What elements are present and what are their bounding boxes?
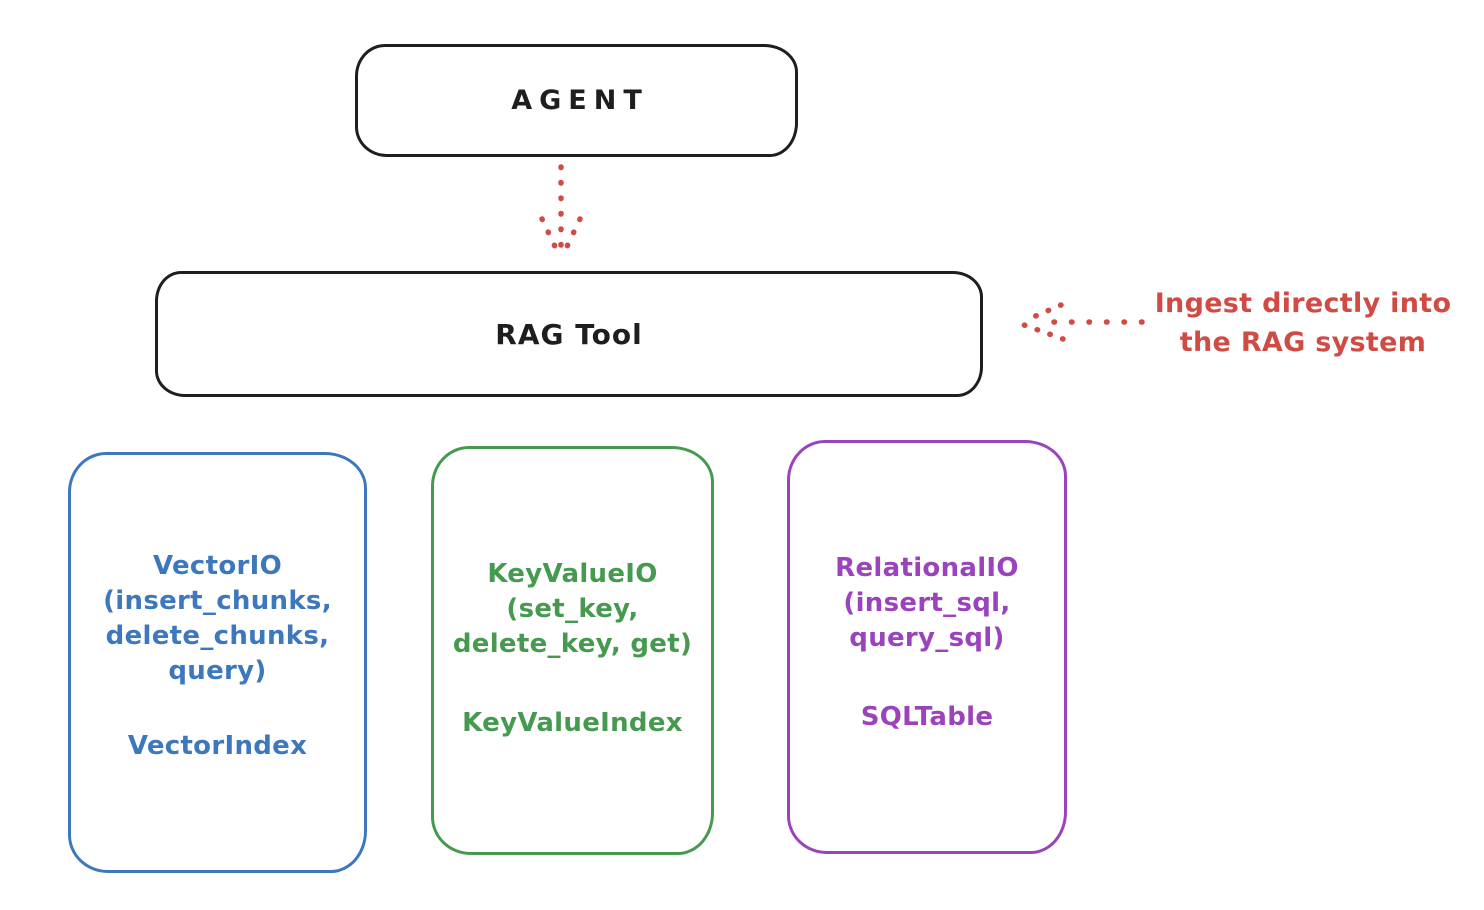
agent-label: AGENT — [511, 85, 649, 116]
key-value-io-node: KeyValueIO (set_key, delete_key, get) Ke… — [431, 446, 714, 855]
relational-io-node: RelationalIO (insert_sql, query_sql) SQL… — [787, 440, 1067, 854]
ingest-annotation-arrow-icon — [1021, 302, 1145, 342]
relational-io-body: RelationalIO (insert_sql, query_sql) — [835, 553, 1019, 653]
relational-io-index-label: SQLTable — [860, 702, 994, 732]
rag-tool-node: RAG Tool — [155, 271, 983, 397]
vector-io-body: VectorIO (insert_chunks, delete_chunks, … — [103, 551, 332, 686]
ingest-annotation-label: Ingest directly into the RAG system — [1154, 288, 1452, 358]
agent-to-rag-arrow-icon — [539, 164, 583, 259]
key-value-io-body: KeyValueIO (set_key, delete_key, get) — [452, 559, 693, 659]
rag-tool-label: RAG Tool — [495, 317, 643, 351]
agent-node: AGENT — [355, 44, 798, 157]
vector-io-index-label: VectorIndex — [127, 731, 308, 761]
key-value-io-index-label: KeyValueIndex — [462, 708, 683, 738]
vector-io-node: VectorIO (insert_chunks, delete_chunks, … — [68, 452, 367, 873]
